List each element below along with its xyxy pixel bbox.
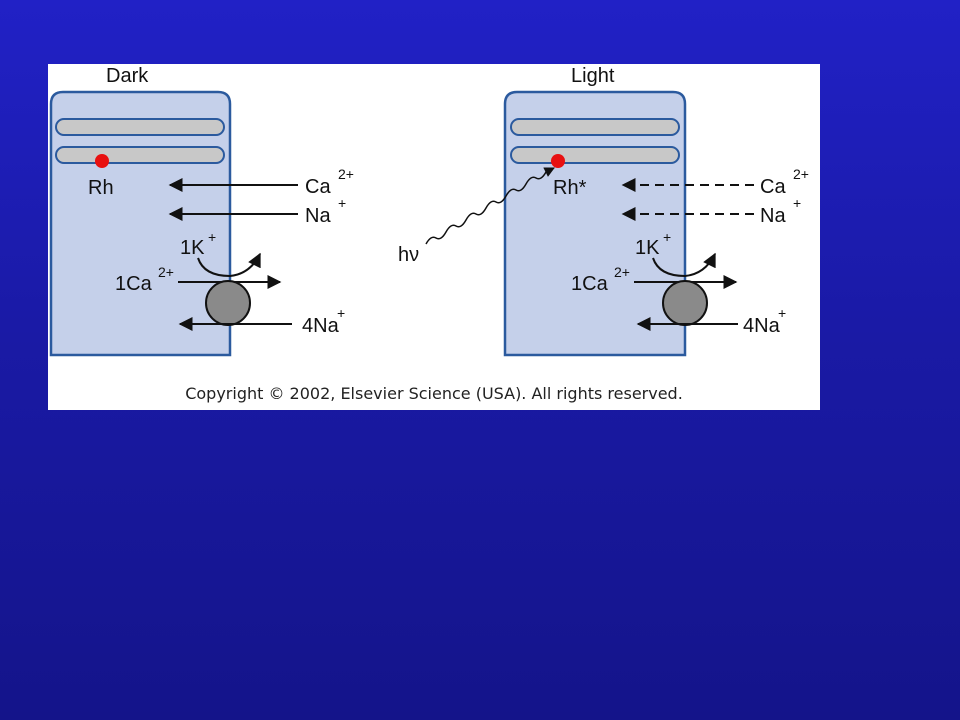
light-disc-1: [510, 118, 680, 136]
photon-label: hν: [398, 244, 419, 266]
dark-na-charge: +: [338, 195, 346, 211]
light-na-label: Na: [760, 205, 786, 227]
light-panel: Light Rh* hν Ca 2+ Na + 1K + 1Ca 2+ 4Na …: [398, 65, 809, 357]
dark-ca-label: Ca: [305, 176, 331, 198]
light-k-charge: +: [663, 229, 671, 245]
light-exchanger: [662, 280, 708, 326]
light-title: Light: [571, 65, 615, 87]
light-k-label: 1K: [635, 237, 660, 259]
phototransduction-diagram: Dark Rh Ca 2+ Na + 1K + 1Ca 2+ 4Na +: [49, 65, 809, 357]
photon-wavy-arrow: [425, 167, 555, 245]
copyright-notice: Copyright © 2002, Elsevier Science (USA)…: [185, 384, 683, 403]
dark-k-label: 1K: [180, 237, 205, 259]
light-ca-label: Ca: [760, 176, 786, 198]
dark-na4-label: 4Na: [302, 315, 340, 337]
light-k-influx-arrow: [652, 252, 716, 278]
dark-title: Dark: [106, 65, 149, 87]
light-ca1-label: 1Ca: [571, 273, 609, 295]
dark-na-label: Na: [305, 205, 331, 227]
dark-k-influx-arrow: [197, 252, 261, 278]
light-na-charge: +: [793, 195, 801, 211]
dark-k-charge: +: [208, 229, 216, 245]
dark-disc-1: [55, 118, 225, 136]
light-disc-2: [510, 146, 680, 164]
dark-rhodopsin-dot: [95, 154, 109, 168]
dark-exchanger: [205, 280, 251, 326]
dark-ca1-charge: 2+: [158, 264, 174, 280]
light-ca-charge: 2+: [793, 166, 809, 182]
light-na4-label: 4Na: [743, 315, 781, 337]
light-ca1-charge: 2+: [614, 264, 630, 280]
dark-rh-label: Rh: [88, 177, 114, 199]
figure-panel: Dark Rh Ca 2+ Na + 1K + 1Ca 2+ 4Na +: [48, 64, 820, 410]
light-rh-label: Rh*: [553, 177, 587, 199]
light-na4-charge: +: [778, 305, 786, 321]
light-rhodopsin-dot: [551, 154, 565, 168]
dark-disc-2: [55, 146, 225, 164]
dark-panel: Dark Rh Ca 2+ Na + 1K + 1Ca 2+ 4Na +: [49, 65, 354, 357]
dark-ca-charge: 2+: [338, 166, 354, 182]
dark-ca1-label: 1Ca: [115, 273, 153, 295]
dark-na4-charge: +: [337, 305, 345, 321]
